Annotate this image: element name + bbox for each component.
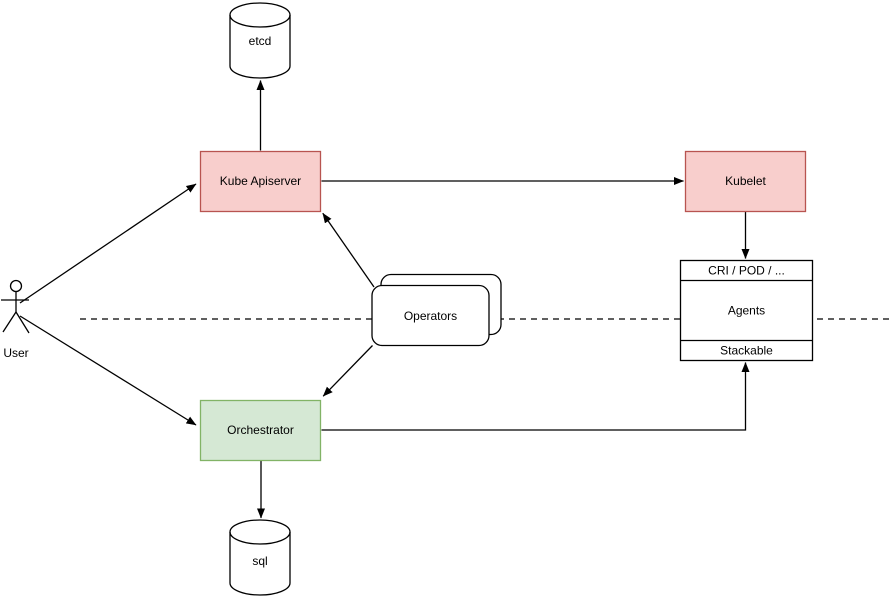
sql-label: sql [252,554,267,568]
kube-apiserver-label: Kube Apiserver [220,174,301,188]
sql-cylinder-shape [229,519,291,596]
sql-database-node[interactable]: sql [229,519,291,596]
agents-stack-box [679,259,814,362]
etcd-cylinder-rim [229,14,291,28]
operators-front-card [371,284,490,347]
etcd-label: etcd [249,34,272,48]
kubelet-box [684,150,807,213]
kube-apiserver-node[interactable]: Kube Apiserver [199,150,322,213]
sql-cylinder-rim [229,531,291,545]
agents-header-label: CRI / POD / ... [708,264,785,278]
orchestrator-label: Orchestrator [227,423,294,437]
kubelet-node[interactable]: Kubelet [684,150,807,213]
edge-user-to-kube-apiserver[interactable] [19,183,197,304]
kube-apiserver-box [199,150,322,213]
operators-label: Operators [404,309,457,323]
agents-footer-label: Stackable [720,344,773,358]
user-actor-head [9,279,23,293]
kubelet-label: Kubelet [725,174,766,188]
user-label: User [3,346,28,360]
orchestrator-node[interactable]: Orchestrator [199,399,322,462]
agents-body-label: Agents [728,304,765,318]
edge-operators-to-orchestrator[interactable] [322,345,373,397]
orchestrator-box [199,399,322,462]
user-actor[interactable]: User [1,279,30,361]
user-actor-legs [2,311,30,334]
edge-operators-to-kube-apiserver[interactable] [322,212,375,288]
edge-user-to-orchestrator[interactable] [19,315,197,426]
etcd-database-node[interactable]: etcd [229,2,291,79]
agents-stack-node[interactable]: CRI / POD / ... Agents Stackable [679,259,814,362]
edge-orchestrator-to-agents-stackable[interactable] [321,362,750,431]
etcd-cylinder-shape [229,2,291,79]
operators-node[interactable]: Operators [371,273,502,347]
